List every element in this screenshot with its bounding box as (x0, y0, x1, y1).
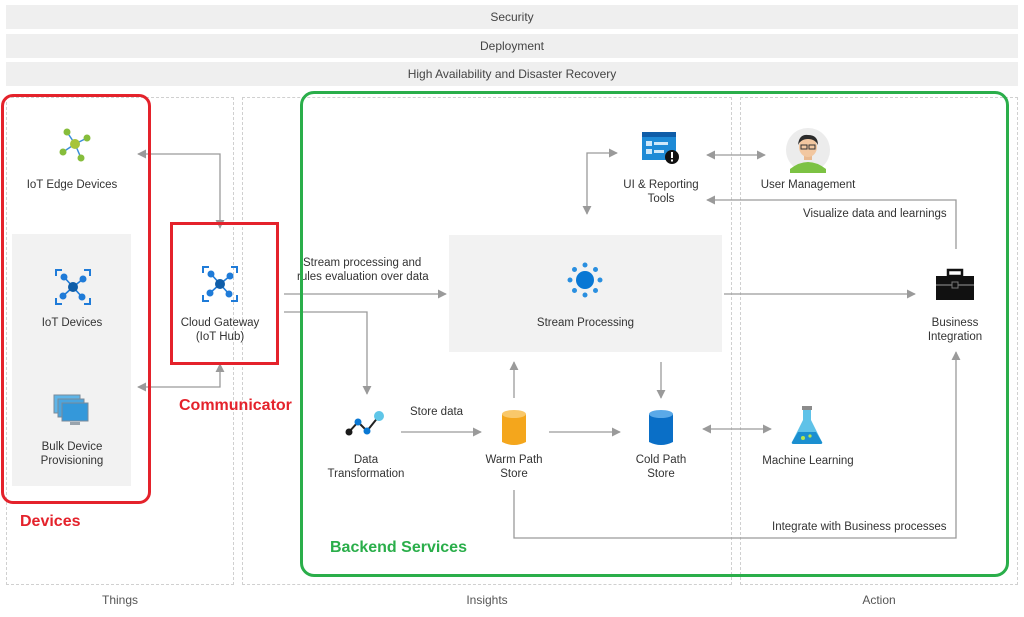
insights-column-label: Insights (466, 593, 508, 607)
arrow-gateway-edge (137, 149, 225, 229)
things-column-label: Things (101, 593, 139, 607)
bulk-provisioning-label-line1: Bulk Device (41, 441, 103, 453)
business-integration-label-line1: Business (931, 317, 979, 329)
communicator-callout: Communicator (179, 397, 292, 414)
visualize-label: Visualize data and learnings (803, 208, 947, 220)
deployment-band: Deployment (6, 34, 1018, 58)
stream-eval-label-line1: Stream processing and (303, 257, 422, 269)
device-group-panel (12, 234, 131, 486)
cloud-gateway-label-line1: Cloud Gateway (180, 317, 260, 329)
machine-learning-icon (791, 406, 823, 444)
cold-path-label-line1: Cold Path (635, 454, 687, 466)
stream-processing-label: Stream Processing (536, 317, 635, 329)
ui-reporting-label-line1: UI & Reporting (623, 179, 699, 191)
devices-highlight-box (1, 94, 151, 504)
business-integration-label-line2: Integration (927, 331, 983, 343)
data-transformation-label-line1: Data (353, 454, 379, 466)
cold-path-label-line2: Store (647, 468, 675, 480)
arrow-gateway-bulk (137, 363, 225, 392)
insights-column (242, 97, 732, 585)
user-avatar-icon (786, 128, 830, 173)
ui-reporting-label-line2: Tools (647, 193, 675, 205)
action-column (740, 97, 1018, 585)
stream-processing-icon (567, 262, 603, 298)
communicator-highlight-box (170, 222, 279, 365)
warm-path-label-line1: Warm Path (485, 454, 543, 466)
stream-eval-label-line2: rules evaluation over data (297, 271, 429, 283)
briefcase-icon (936, 268, 974, 300)
iot-devices-label: IoT Devices (41, 317, 103, 329)
arrow-warm-business (513, 351, 961, 539)
devices-callout: Devices (20, 513, 81, 530)
arrow-gateway-transform (284, 311, 372, 395)
action-column-label: Action (862, 593, 896, 607)
cloud-gateway-icon (202, 266, 238, 302)
arrow-stream-ui (582, 148, 618, 215)
cold-path-store-icon (649, 410, 673, 445)
bulk-provisioning-label-line2: Provisioning (40, 455, 104, 467)
security-band: Security (6, 5, 1018, 29)
bulk-provisioning-icon (53, 394, 89, 425)
integrate-label: Integrate with Business processes (772, 521, 947, 533)
ui-reporting-tools-icon (642, 132, 679, 164)
iot-edge-devices-label: IoT Edge Devices (26, 179, 118, 191)
backend-services-highlight-box (300, 91, 1009, 577)
backend-services-callout: Backend Services (330, 539, 467, 556)
data-transformation-icon (345, 411, 384, 436)
cloud-gateway-label-line2: (IoT Hub) (195, 331, 245, 343)
machine-learning-label: Machine Learning (762, 455, 854, 467)
iot-edge-devices-icon (59, 128, 91, 162)
data-transformation-label-line2: Transformation (327, 468, 405, 480)
things-column (6, 97, 234, 585)
store-data-label: Store data (410, 406, 464, 418)
ha-dr-band: High Availability and Disaster Recovery (6, 62, 1018, 86)
warm-path-label-line2: Store (500, 468, 528, 480)
warm-path-store-icon (502, 410, 526, 445)
iot-devices-icon (55, 269, 91, 305)
user-management-label: User Management (760, 179, 856, 191)
arrow-business-ui (706, 195, 957, 249)
